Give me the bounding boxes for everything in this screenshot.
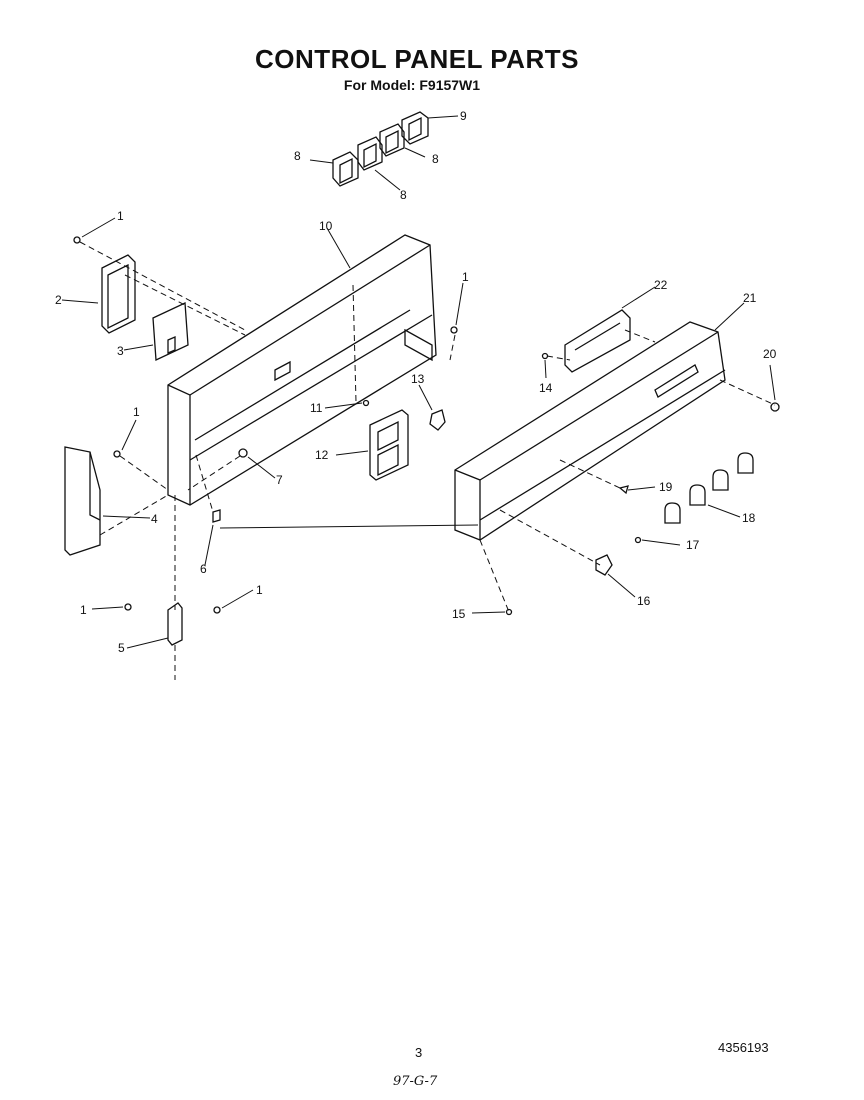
callout-7: 7 bbox=[276, 473, 283, 487]
screw-part-1-right bbox=[450, 326, 458, 334]
callout-11: 11 bbox=[310, 401, 323, 415]
document-part-number: 4356193 bbox=[718, 1040, 769, 1055]
switch-part-9 bbox=[401, 111, 429, 145]
callout-1: 1 bbox=[117, 209, 124, 223]
callout-5: 5 bbox=[118, 641, 125, 655]
screw-part-1-top bbox=[73, 236, 81, 244]
callout-12: 12 bbox=[315, 448, 329, 462]
screw-part-17 bbox=[634, 536, 642, 544]
part-19 bbox=[618, 485, 629, 495]
callout-4: 4 bbox=[151, 512, 158, 526]
callout-8: 8 bbox=[432, 152, 439, 166]
callout-9: 9 bbox=[460, 109, 467, 123]
bracket-part-3 bbox=[152, 302, 189, 361]
callout-19: 19 bbox=[659, 480, 673, 494]
knob-part-18-1 bbox=[664, 502, 681, 524]
page-title: CONTROL PANEL PARTS bbox=[255, 44, 579, 74]
end-cap-part-4 bbox=[64, 446, 101, 556]
switch-part-8-left bbox=[332, 151, 359, 187]
bracket-part-5 bbox=[167, 602, 183, 646]
screw-part-1-bottom-right bbox=[213, 606, 221, 614]
clip-part-6 bbox=[212, 509, 221, 523]
control-panel-part-21 bbox=[454, 321, 726, 541]
part-16 bbox=[595, 554, 613, 576]
model-subtitle: For Model: F9157W1 bbox=[343, 77, 481, 93]
part-13 bbox=[429, 409, 446, 431]
screw-part-11 bbox=[362, 399, 370, 407]
callout-15: 15 bbox=[452, 607, 466, 621]
backguard-part-10 bbox=[167, 234, 437, 506]
date-code: 97-G-7 bbox=[393, 1074, 438, 1089]
callout-13: 13 bbox=[411, 372, 425, 386]
knob-part-18-2 bbox=[689, 484, 706, 506]
screw-part-14 bbox=[541, 352, 549, 360]
callout-22: 22 bbox=[654, 278, 668, 292]
bracket-part-22 bbox=[564, 309, 631, 373]
callout-1: 1 bbox=[462, 270, 469, 284]
bracket-part-2 bbox=[101, 254, 136, 334]
callout-6: 6 bbox=[200, 562, 207, 576]
knob-part-18-3 bbox=[712, 469, 729, 491]
callout-10: 10 bbox=[319, 219, 333, 233]
callout-14: 14 bbox=[539, 381, 553, 395]
switch-part-8-right bbox=[379, 123, 405, 157]
callout-1: 1 bbox=[133, 405, 140, 419]
switch-part-8-middle bbox=[357, 136, 383, 171]
screw-part-1-bottom-left bbox=[124, 603, 132, 611]
callout-1: 1 bbox=[256, 583, 263, 597]
control-board-part-12 bbox=[369, 409, 409, 481]
callout-18: 18 bbox=[742, 511, 756, 525]
callout-17: 17 bbox=[686, 538, 700, 552]
callout-16: 16 bbox=[637, 594, 651, 608]
callout-3: 3 bbox=[117, 344, 124, 358]
screw-part-15 bbox=[505, 608, 513, 616]
page-number: 3 bbox=[415, 1045, 423, 1060]
callout-2: 2 bbox=[55, 293, 62, 307]
callout-20: 20 bbox=[763, 347, 777, 361]
callout-8: 8 bbox=[400, 188, 407, 202]
callout-1: 1 bbox=[80, 603, 87, 617]
callout-21: 21 bbox=[743, 291, 757, 305]
callout-8: 8 bbox=[294, 149, 301, 163]
nut-part-7 bbox=[238, 448, 248, 458]
nut-part-20 bbox=[770, 402, 780, 412]
knob-part-18-4 bbox=[737, 452, 754, 474]
screw-part-1-mid bbox=[113, 450, 121, 458]
